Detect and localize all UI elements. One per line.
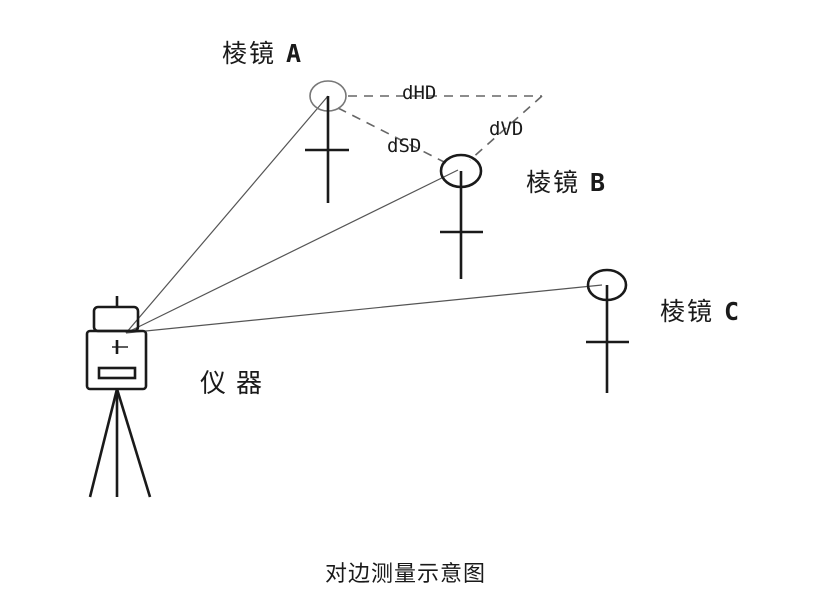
prism-c-letter: C xyxy=(723,297,742,326)
prism-a xyxy=(305,80,349,203)
prism-b-label: 棱镜 B xyxy=(526,163,607,199)
prism-a-letter: A xyxy=(285,39,304,68)
sight-line-a xyxy=(125,95,329,334)
instrument-label: 仪器 xyxy=(200,369,273,399)
prism-b-prefix: 棱镜 xyxy=(526,168,581,197)
dhd-label: dHD xyxy=(402,82,437,104)
diagram-caption: 对边测量示意图 xyxy=(325,562,487,587)
sight-line-c xyxy=(125,284,603,334)
prism-a-label: 棱镜 A xyxy=(222,34,303,70)
prism-c xyxy=(586,268,629,393)
sight-line-b xyxy=(125,169,459,334)
prism-c-prefix: 棱镜 xyxy=(660,297,715,326)
dvd-label: dVD xyxy=(489,118,524,140)
prism-b-letter: B xyxy=(589,168,608,197)
prism-c-label: 棱镜 C xyxy=(660,292,741,328)
dvd-dashed-line xyxy=(469,95,543,161)
prism-b xyxy=(439,153,483,279)
dsd-dashed-line xyxy=(337,107,453,167)
dsd-label: dSD xyxy=(387,135,422,157)
prism-a-prefix: 棱镜 xyxy=(222,39,277,68)
instrument xyxy=(85,296,152,498)
